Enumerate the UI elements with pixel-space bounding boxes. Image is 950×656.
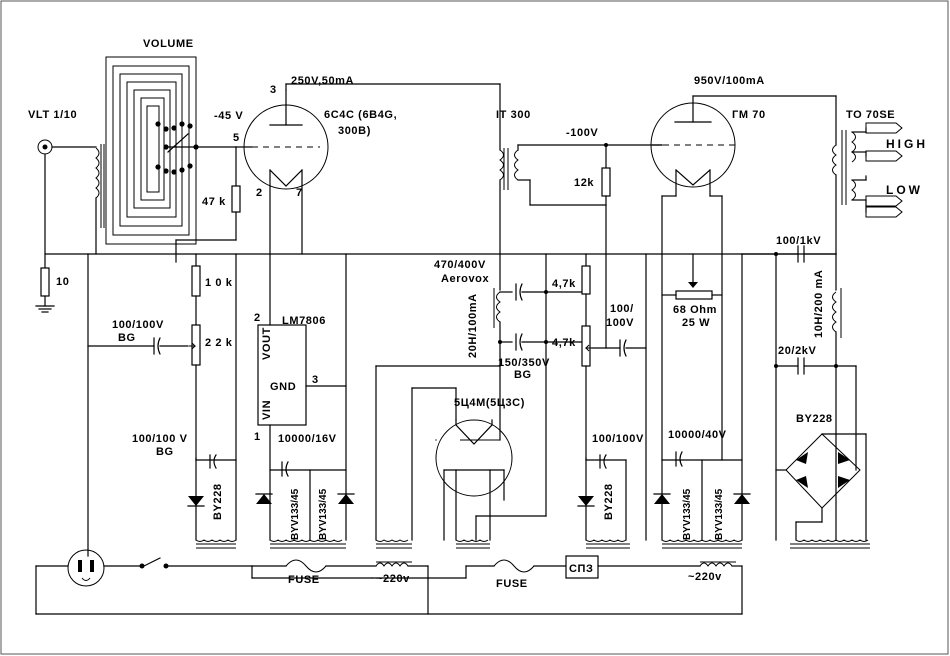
c-2kv-label: 20/2kV [778, 345, 817, 357]
fuse2-label: FUSE [496, 578, 528, 590]
d-fil2-label: BYV133/45 [714, 488, 725, 540]
lm-pin2-label: 2 [254, 312, 261, 324]
regulator-lm7806 [257, 253, 347, 541]
r47b-label: 4,7k [552, 337, 576, 349]
pot-w-label: 25 W [682, 317, 710, 329]
c150-label: 150/350V [498, 357, 550, 369]
d-left-label: BY228 [212, 483, 224, 520]
bridge-rectifier [775, 433, 870, 549]
volume-label: VOLUME [143, 38, 194, 50]
spz-label: СПЗ [569, 563, 594, 575]
c150-bg-label: BG [514, 369, 532, 381]
c-bias-label: 100/ [610, 303, 634, 315]
d-mid-label: BY228 [603, 483, 615, 520]
hv-output-supply [741, 245, 857, 541]
choke-label: 20H/100mA [467, 293, 479, 358]
c-left-label: 100/100 V [132, 433, 188, 445]
resistor-12k [601, 143, 611, 349]
filament-supply [653, 253, 751, 549]
left-bias-supply [87, 253, 201, 557]
it-label: IT 300 [496, 109, 531, 121]
driver-supply-label: 250V,50mA [291, 75, 354, 87]
low-label: LOW [886, 183, 923, 197]
mains1-label: ~220v [376, 573, 410, 585]
c-left-bg-label: BG [156, 446, 174, 458]
bias-voltage-label: -45 V [214, 110, 243, 122]
mid-rectifier [577, 454, 630, 549]
output-transformer-label: TO 70SE [846, 109, 895, 121]
driver-tube-label-2: 300B) [338, 125, 371, 137]
c-aerovox-label: 470/400V [434, 259, 486, 271]
input-label: VLT 1/10 [28, 109, 77, 121]
r47a-label: 4,7k [552, 278, 576, 290]
resistor-10 [35, 267, 55, 313]
mains-wiring [35, 555, 743, 615]
c-1kv-label: 100/1kV [776, 235, 821, 247]
pin3-label: 3 [270, 84, 277, 96]
high-label: HIGH [886, 137, 928, 151]
driver-hv-supply [493, 253, 647, 541]
volume-taps [105, 56, 197, 245]
d-fil1-label: BYV133/45 [682, 488, 693, 540]
interstage-transformer [499, 83, 663, 255]
output-supply-label: 950V/100mA [694, 75, 765, 87]
lm-pin3-label: 3 [312, 374, 319, 386]
d-reg1-label: BYV133/45 [290, 488, 301, 540]
output-tube-label: ГМ 70 [732, 109, 766, 121]
vout-label: VOUT [261, 327, 273, 360]
resistor-47k [175, 146, 241, 255]
driver-tube [235, 83, 501, 255]
rectifier-label: 5Ц4М(5Ц3С) [454, 397, 525, 409]
regulator-rectifier [255, 461, 355, 549]
c-fil-label: 10000/40V [668, 429, 727, 441]
rectifier-tube [375, 365, 547, 541]
grid-voltage-label: -100V [566, 127, 598, 139]
driver-tube-label: 6C4C (6B4G, [324, 109, 397, 121]
aerovox-label: Aerovox [441, 273, 489, 285]
gnd-label: GND [270, 381, 296, 393]
c-mid-label: 100/100V [592, 433, 644, 445]
mains2-label: ~220v [688, 571, 722, 583]
lm-label: LM7806 [282, 315, 326, 327]
r10k-label: 1 0 k [205, 277, 233, 289]
lm-pin1-label: 1 [254, 431, 261, 443]
pin2-label: 2 [256, 187, 263, 199]
hum-pot [661, 253, 723, 300]
pin7-label: 7 [296, 187, 303, 199]
c-in-bg-label: BG [118, 332, 136, 344]
bridge-label: BY228 [796, 413, 833, 425]
volume-switch [155, 121, 237, 175]
choke-hv-label: 10H/200 mA [813, 270, 825, 338]
c-reg-label: 10000/16V [278, 433, 337, 445]
r12k-label: 12k [574, 177, 594, 189]
output-transformer [832, 95, 903, 255]
input-jack [37, 139, 97, 269]
pin5-label: 5 [233, 132, 240, 144]
pot-label: 68 Ohm [673, 304, 717, 316]
r22k-label: 2 2 k [205, 337, 233, 349]
volume-transformer [95, 144, 105, 255]
r10-label: 10 [56, 276, 69, 288]
vin-label: VIN [261, 400, 273, 420]
rectifier-windings [375, 539, 490, 549]
mains-plug [67, 549, 105, 587]
d-reg2-label: BYV133/45 [318, 488, 329, 540]
c-in-label: 100/100V [112, 319, 164, 331]
left-rectifier [187, 253, 237, 549]
fuse1-label: FUSE [288, 574, 320, 586]
output-tube [650, 95, 837, 461]
r47k-label: 47 k [202, 196, 226, 208]
c-bias2-label: 100V [606, 317, 634, 329]
